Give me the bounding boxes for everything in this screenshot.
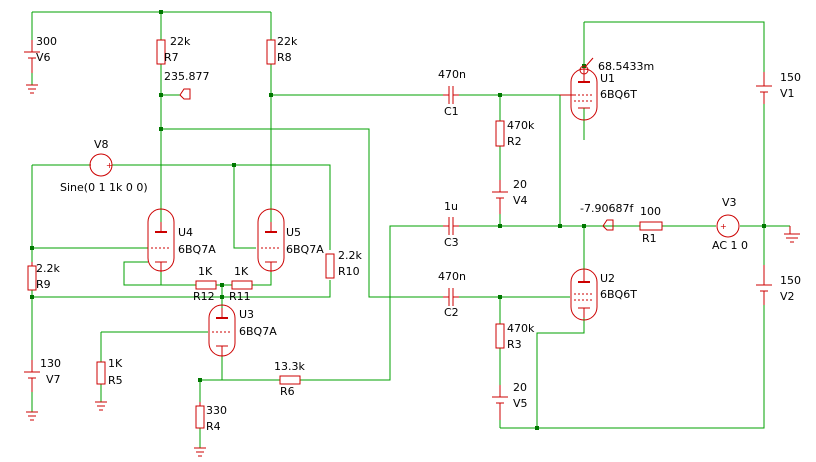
r11-value: 1K: [234, 265, 249, 278]
u2-value: 6BQ6T: [600, 288, 637, 301]
r7-value: 22k: [170, 35, 191, 48]
triode-u3[interactable]: U3 6BQ7A: [208, 304, 277, 357]
u5-value: 6BQ7A: [286, 243, 324, 256]
resistor-r10[interactable]: 2.2k R10: [325, 249, 362, 279]
r12-label: R12: [193, 290, 215, 303]
battery-v7[interactable]: 130 V7: [24, 357, 61, 392]
c1-value: 470n: [438, 68, 466, 81]
c3-label: C3: [444, 236, 459, 249]
resistor-r1[interactable]: 100 R1: [639, 205, 663, 245]
c1-label: C1: [444, 105, 459, 118]
pentode-u1[interactable]: U1 6BQ6T: [560, 68, 637, 121]
v6-label: V6: [36, 51, 51, 64]
capacitor-c1[interactable]: 470n C1: [438, 68, 466, 118]
r9-label: R9: [36, 278, 51, 291]
r7-label: R7: [164, 51, 179, 64]
sine-source-v8[interactable]: + V8 Sine(0 1 1k 0 0): [60, 138, 148, 194]
r10-label: R10: [338, 265, 360, 278]
r3-value: 470k: [507, 322, 535, 335]
u4-value: 6BQ7A: [178, 243, 216, 256]
r2-value: 470k: [507, 119, 535, 132]
v1-value: 150: [780, 71, 801, 84]
u1-value: 6BQ6T: [600, 88, 637, 101]
resistor-r7[interactable]: 22k R7: [156, 35, 191, 65]
voltage-probe-r7[interactable]: 235.877: [164, 70, 210, 100]
triode-u4[interactable]: U4 6BQ7A: [147, 208, 216, 272]
r9-value: 2.2k: [36, 262, 60, 275]
r6-value: 13.3k: [274, 360, 305, 373]
v8-label: V8: [94, 138, 109, 151]
v2-value: 150: [780, 274, 801, 287]
v7-label: V7: [46, 373, 61, 386]
u3-label: U3: [239, 308, 254, 321]
c2-label: C2: [444, 306, 459, 319]
ac-source-v3[interactable]: + V3 AC 1 0: [712, 196, 748, 252]
r11-label: R11: [229, 290, 251, 303]
r2-label: R2: [507, 135, 522, 148]
resistor-r6[interactable]: 13.3k R6: [274, 360, 305, 398]
r8-label: R8: [277, 51, 292, 64]
v7-value: 130: [40, 357, 61, 370]
r7-probe-value: 235.877: [164, 70, 210, 83]
r5-label: R5: [108, 374, 123, 387]
current-probe-u1[interactable]: 68.5433m: [579, 57, 654, 75]
r1-label: R1: [642, 232, 657, 245]
triode-u5[interactable]: U5 6BQ7A: [257, 208, 324, 272]
r8-value: 22k: [277, 35, 298, 48]
battery-v2[interactable]: 150 V2: [756, 265, 801, 305]
u4-label: U4: [178, 226, 193, 239]
u3-value: 6BQ7A: [239, 325, 277, 338]
resistor-r12[interactable]: 1K R12: [193, 265, 217, 303]
r1-probe-value: -7.90687f: [580, 202, 634, 215]
resistor-r8[interactable]: 22k R8: [266, 35, 298, 65]
svg-text:+: +: [106, 161, 113, 170]
v1-label: V1: [780, 87, 795, 100]
u5-label: U5: [286, 226, 301, 239]
resistor-r3[interactable]: 470k R3: [495, 322, 535, 351]
v8-value: Sine(0 1 1k 0 0): [60, 181, 148, 194]
ground-symbols: [26, 84, 800, 457]
v4-value: 20: [513, 178, 527, 191]
battery-v4[interactable]: 20 V4: [492, 178, 528, 214]
r10-value: 2.2k: [338, 249, 362, 262]
junction-dots: [30, 10, 766, 430]
v3-value: AC 1 0: [712, 239, 748, 252]
resistor-r11[interactable]: 1K R11: [229, 265, 253, 303]
svg-text:+: +: [720, 222, 727, 231]
v3-label: V3: [722, 196, 737, 209]
r4-label: R4: [206, 420, 221, 433]
r12-value: 1K: [198, 265, 213, 278]
u1-label: U1: [600, 72, 615, 85]
r1-value: 100: [640, 205, 661, 218]
u1-probe-value: 68.5433m: [598, 60, 654, 73]
v5-value: 20: [513, 381, 527, 394]
r4-value: 330: [206, 404, 227, 417]
resistor-r4[interactable]: 330 R4: [195, 402, 227, 433]
u2-label: U2: [600, 272, 615, 285]
voltage-probe-r1[interactable]: -7.90687f: [580, 202, 634, 231]
resistor-r9[interactable]: 2.2k R9: [27, 262, 60, 291]
pentode-u2[interactable]: U2 6BQ6T: [570, 268, 637, 321]
r5-value: 1K: [108, 357, 123, 370]
v2-label: V2: [780, 290, 795, 303]
resistor-r2[interactable]: 470k R2: [495, 119, 535, 148]
battery-v5[interactable]: 20 V5: [492, 381, 528, 420]
v5-label: V5: [513, 397, 528, 410]
capacitor-c3[interactable]: 1u C3: [443, 200, 459, 249]
c3-value: 1u: [444, 200, 458, 213]
r6-label: R6: [280, 385, 295, 398]
r3-label: R3: [507, 338, 522, 351]
capacitor-c2[interactable]: 470n C2: [438, 270, 466, 319]
v4-label: V4: [513, 194, 528, 207]
v6-value: 300: [36, 35, 57, 48]
resistor-r5[interactable]: 1K R5: [96, 357, 123, 387]
battery-v6[interactable]: 300 V6: [24, 35, 57, 73]
c2-value: 470n: [438, 270, 466, 283]
wires: [31, 11, 790, 448]
battery-v1[interactable]: 150 V1: [756, 71, 801, 104]
